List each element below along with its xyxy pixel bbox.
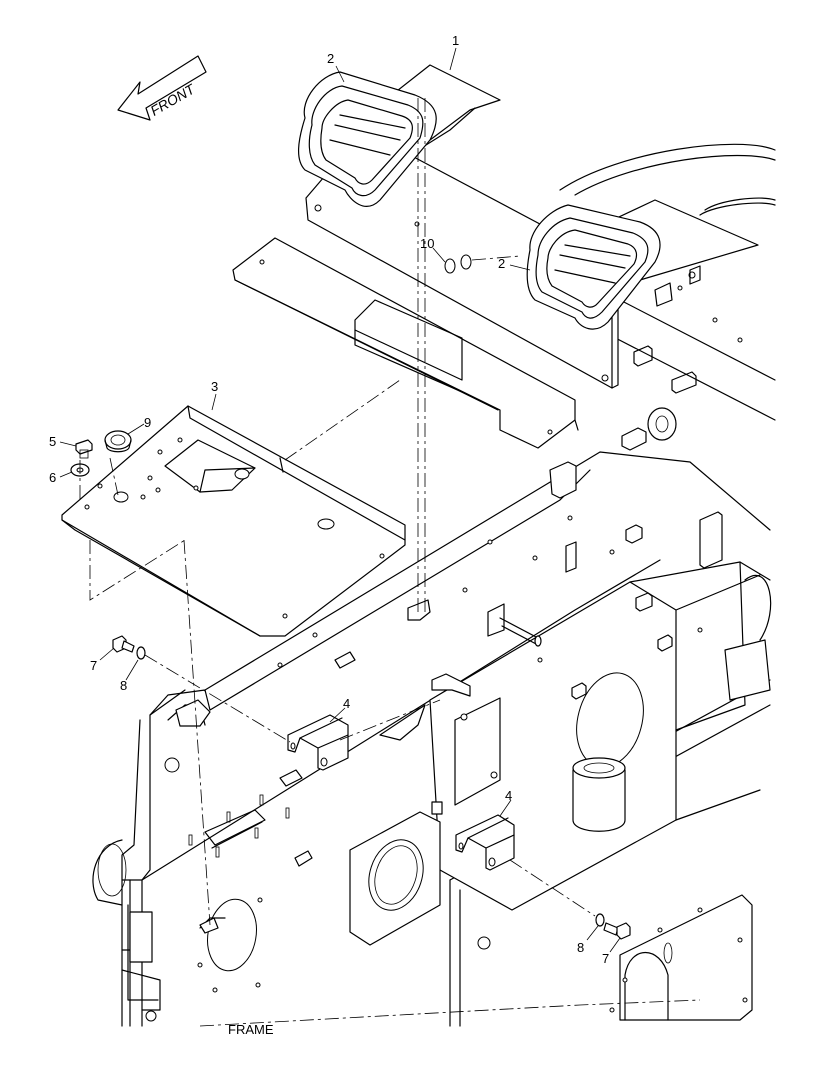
front-direction-arrow: FRONT [117,55,207,121]
part-10-rings [444,254,472,274]
part-4-bracket-lower [455,814,515,871]
part-9-grommet [104,430,132,453]
callout-9: 9 [144,415,151,430]
callout-4-upper: 4 [343,696,350,711]
callout-2-right: 2 [498,256,505,271]
callout-8-right: 8 [577,940,584,955]
callout-4-lower: 4 [505,788,512,803]
part-5-bolt [75,439,93,459]
deck-bosses [565,345,723,700]
callout-8-left: 8 [120,678,127,693]
callout-10: 10 [420,236,434,251]
part-3-cover-plate [61,379,406,637]
part-2-handle-right [526,204,661,330]
part-8-washer-left [136,646,146,660]
part-7-bolt-right [603,922,631,940]
callouts: 1 2 2 10 3 9 5 6 7 8 4 4 8 7 [49,33,621,966]
callout-5: 5 [49,434,56,449]
callout-2-left: 2 [327,51,334,66]
callout-7-right: 7 [602,951,609,966]
assembly-lines [79,98,596,926]
frame-label: FRAME [228,1022,274,1037]
part-4-bracket-upper [287,714,349,771]
part-2-handle-left [298,71,437,207]
part-8-washer-right [595,913,605,927]
part-7-bolt-left [112,635,135,653]
callout-6: 6 [49,470,56,485]
cross-beam [232,143,776,449]
callout-7-left: 7 [90,658,97,673]
callout-3: 3 [211,379,218,394]
callout-1: 1 [452,33,459,48]
frame-holes [164,515,748,1013]
